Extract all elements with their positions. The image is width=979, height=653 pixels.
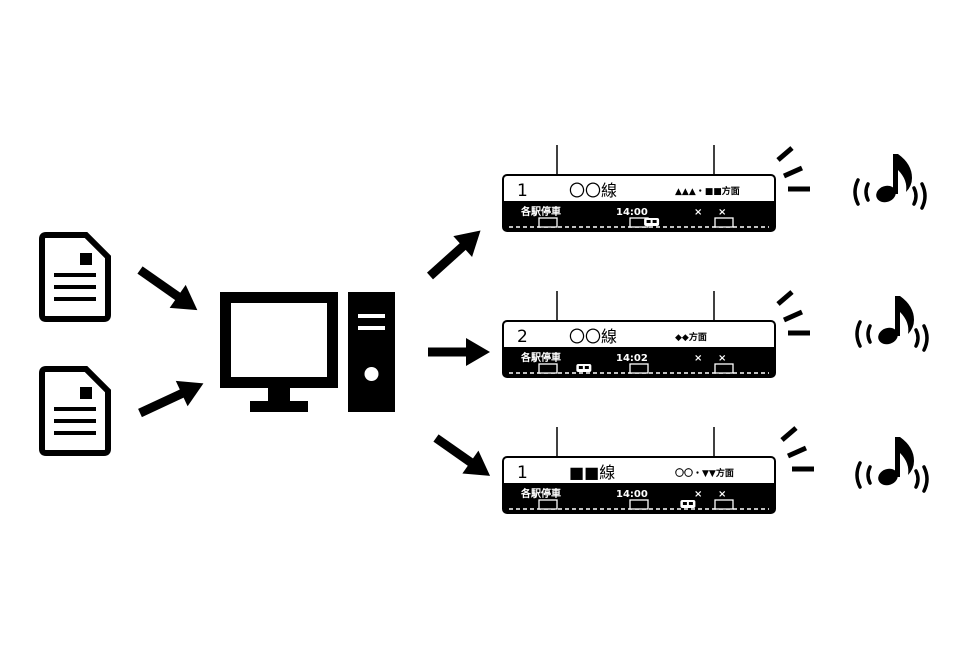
sound-wave-icon (853, 178, 927, 210)
cross-mark: × (694, 353, 702, 364)
station-box (629, 363, 649, 374)
direction-label: ▲▲▲・■■方面 (675, 185, 740, 197)
station-box (538, 217, 558, 228)
station-box (538, 499, 558, 510)
cross-mark: × (694, 207, 702, 218)
monitor-icon (220, 292, 338, 412)
cross-mark: × (718, 353, 726, 364)
line-name: 〇〇線 (569, 327, 617, 346)
pc-tower-icon (348, 292, 395, 412)
arrow-icon (426, 230, 481, 280)
cross-mark: × (718, 207, 726, 218)
document-icon (39, 366, 111, 456)
arrow-icon (433, 434, 491, 476)
sound-wave-icon (855, 461, 929, 493)
music-note-icon (855, 296, 929, 352)
music-note-icon (855, 437, 929, 493)
departure-time: 14:02 (616, 353, 648, 364)
departure-time: 14:00 (616, 489, 648, 500)
platform-number: 1 (517, 463, 528, 483)
direction-label: 〇〇・▼▼方面 (675, 467, 734, 479)
station-box (629, 499, 649, 510)
direction-label: ◆◆方面 (675, 331, 707, 343)
train-type: 各駅停車 (520, 205, 561, 218)
platform-number: 2 (517, 327, 528, 347)
station-box (714, 499, 734, 510)
train-marker-icon (644, 218, 660, 226)
station-box (714, 363, 734, 374)
train-marker-icon (680, 500, 696, 508)
document-icon (39, 232, 111, 322)
music-note-icon (853, 154, 927, 210)
station-box (538, 363, 558, 374)
departure-time: 14:00 (616, 207, 648, 218)
train-type: 各駅停車 (520, 351, 561, 364)
sound-emphasis-icon (776, 146, 810, 192)
arrow-icon (137, 266, 198, 311)
arrow-icon (138, 380, 204, 418)
line-name: 〇〇線 (569, 181, 617, 200)
cross-mark: × (718, 489, 726, 500)
sound-emphasis-icon (776, 290, 810, 336)
train-type: 各駅停車 (520, 487, 561, 500)
line-name: ■■線 (569, 463, 615, 482)
train-marker-icon (576, 364, 592, 372)
arrow-icon (428, 338, 490, 366)
sound-wave-icon (855, 320, 929, 352)
platform-number: 1 (517, 181, 528, 201)
station-box (714, 217, 734, 228)
cross-mark: × (694, 489, 702, 500)
sound-emphasis-icon (780, 426, 814, 472)
